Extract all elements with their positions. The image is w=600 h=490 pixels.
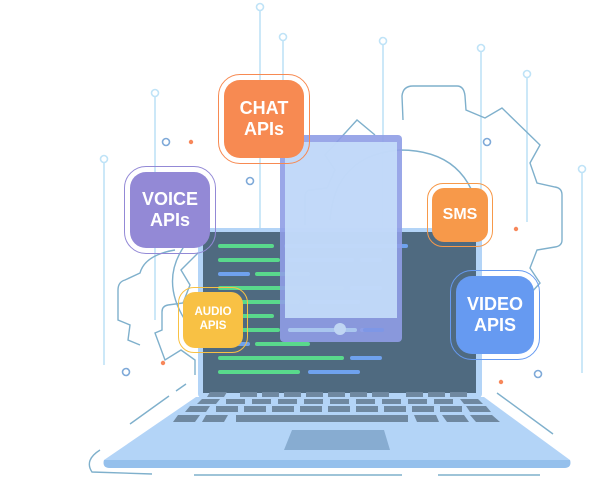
phone-icon bbox=[280, 135, 402, 342]
chat-apis-badge: CHAT APIs bbox=[218, 74, 310, 164]
voice-apis-badge: VOICE APIs bbox=[124, 166, 216, 254]
sms-line1: SMS bbox=[442, 205, 478, 223]
keyboard bbox=[173, 392, 500, 422]
audio-line2: APIS bbox=[199, 320, 227, 332]
audio-apis-badge: AUDIO APIS bbox=[178, 287, 248, 353]
audio-line1: AUDIO bbox=[194, 306, 232, 319]
voice-line2: APIs bbox=[149, 210, 191, 230]
voice-line1: VOICE bbox=[141, 188, 198, 209]
sms-badge: SMS bbox=[427, 183, 493, 247]
video-line2: APIS bbox=[473, 315, 516, 335]
chat-line1: CHAT bbox=[239, 97, 289, 118]
base-outline bbox=[88, 383, 554, 476]
trackpad bbox=[284, 430, 390, 450]
chat-line2: APIs bbox=[243, 119, 285, 139]
video-line1: VIDEO bbox=[466, 293, 523, 314]
video-apis-badge: VIDEO APIS bbox=[450, 270, 540, 360]
